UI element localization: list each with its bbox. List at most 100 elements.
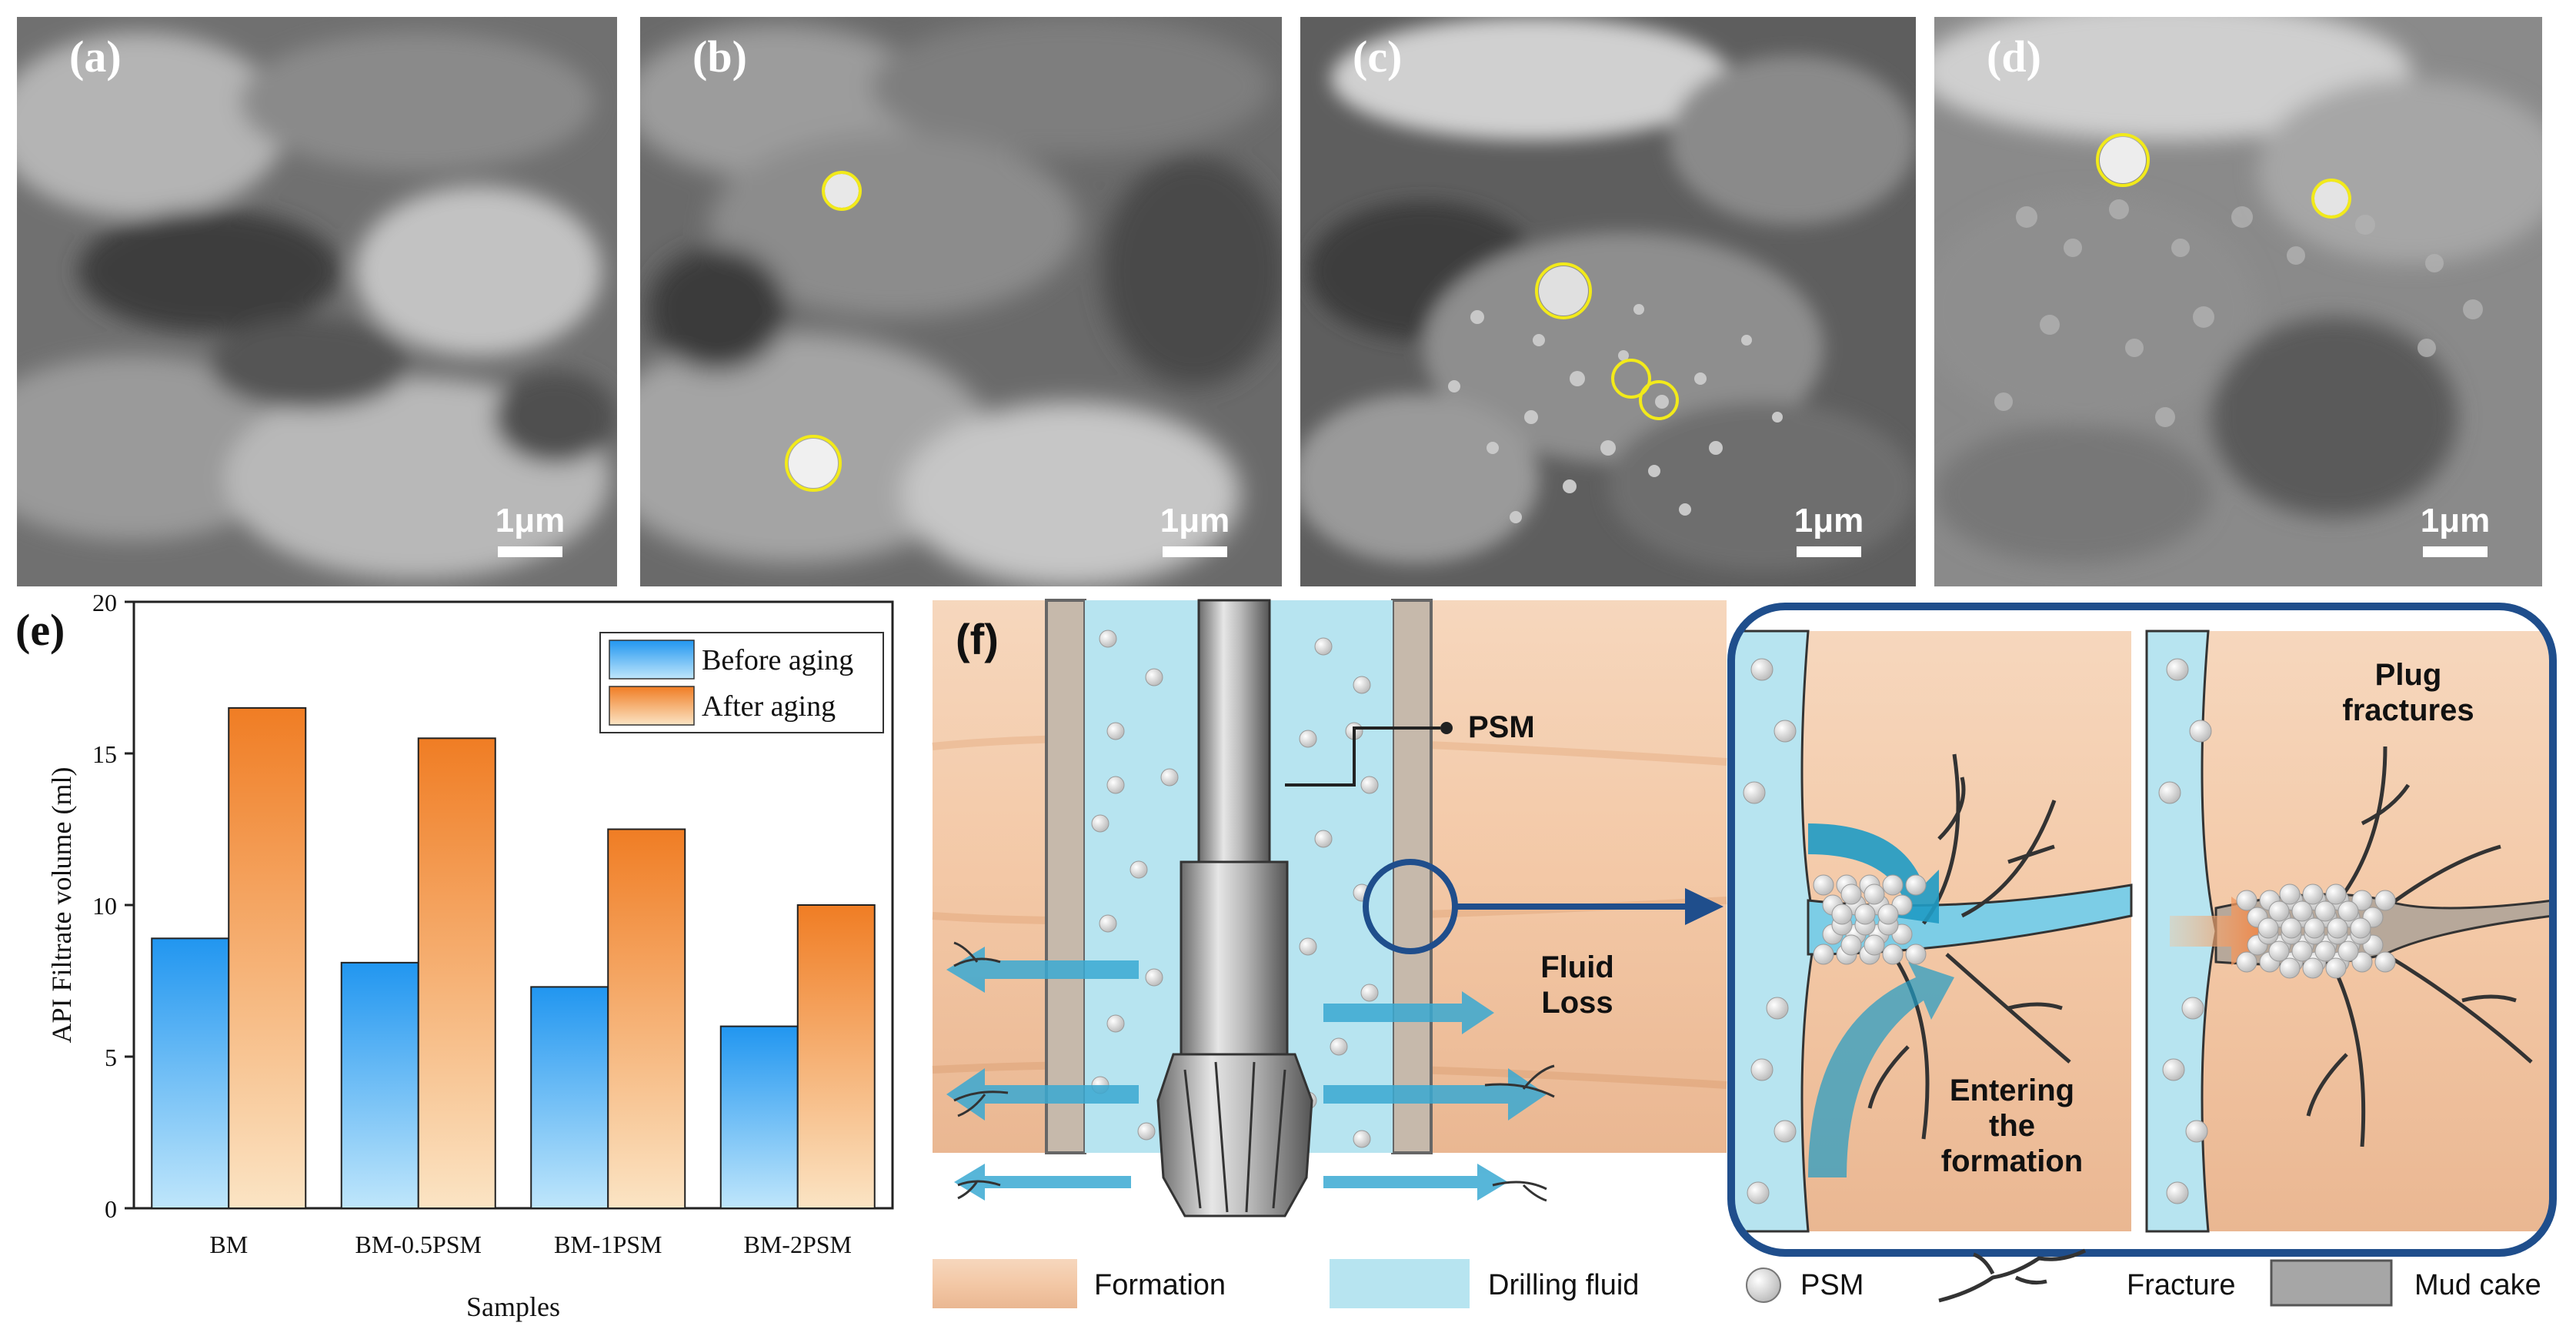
bar-bm-2psm-after-aging (796, 904, 876, 1209)
panel-label-c: (c) (1353, 32, 1403, 82)
psm-sphere (2279, 883, 2301, 905)
psm-sphere (1840, 934, 1862, 956)
psm-sphere (2166, 1181, 2189, 1204)
psm-sphere (1130, 860, 1148, 879)
scale-label-d: 1μm (2420, 502, 2491, 539)
psm-sphere (2236, 890, 2257, 911)
psm-sphere (1360, 984, 1379, 1002)
psm-sphere (2351, 890, 2373, 911)
psm-sphere (1314, 637, 1333, 656)
scale-line-a (498, 546, 562, 557)
psm-sphere (1360, 776, 1379, 794)
legend-formation-label: Formation (1094, 1269, 1226, 1301)
psm-sphere (1106, 722, 1125, 740)
scale-label-a: 1μm (495, 502, 566, 539)
psm-sphere (1766, 997, 1789, 1020)
fluid-loss-label-1: Fluid (1540, 950, 1614, 984)
psm-sphere (2185, 1120, 2208, 1143)
legend-fracture-label: Fracture (2127, 1269, 2235, 1301)
scale-bar-c: 1μm (1787, 502, 1871, 557)
entering-arrow-lower (1808, 962, 1954, 1177)
psm-sphere (1813, 874, 1834, 896)
zoom-detail-box: Plug fractures Entering the formation (1727, 603, 2557, 1257)
legend-psm-label: PSM (1800, 1269, 1864, 1301)
formation-fractures (953, 941, 1555, 1202)
legend-formation-swatch (933, 1259, 1077, 1308)
psm-sphere (2181, 997, 2204, 1020)
psm-sphere (2291, 940, 2313, 962)
psm-sphere (1813, 944, 1834, 965)
bar-bm-before-aging (151, 937, 230, 1209)
legend-swatch-after (609, 686, 695, 726)
scale-bar-b: 1μm (1153, 502, 1237, 557)
legend-label-before: Before aging (702, 644, 853, 676)
mud-cake-right (1391, 599, 1433, 1154)
x-tick-label: BM-1PSM (554, 1231, 662, 1258)
x-tick-label: BM-0.5PSM (355, 1231, 482, 1258)
plug-fractures-label-1: Plug (2375, 658, 2442, 692)
y-tick-label: 20 (92, 593, 117, 616)
psm-sphere (1106, 776, 1125, 794)
psm-sphere (1299, 730, 1317, 748)
x-axis-label: Samples (466, 1291, 560, 1322)
psm-sphere (2302, 883, 2324, 905)
sem-image-a: (a) 1μm (17, 17, 617, 586)
psm-sphere (1145, 668, 1163, 686)
panel-label-b: (b) (692, 32, 747, 82)
plugging-mechanism-diagram: PSM Fluid Loss (f) (932, 599, 2557, 1308)
psm-sphere (2268, 900, 2290, 922)
psm-sphere (2327, 917, 2348, 939)
scale-bar-a: 1μm (488, 502, 572, 557)
scale-label-b: 1μm (1160, 502, 1230, 539)
psm-sphere (2350, 917, 2371, 939)
psm-sphere (1882, 944, 1904, 965)
psm-sphere (2236, 951, 2257, 973)
sem-image-d: (d) 1μm (1934, 17, 2542, 586)
bar-bm-1psm-before-aging (530, 986, 609, 1209)
plug-fractures-label-2: fractures (2342, 693, 2474, 727)
legend-mud-cake-label: Mud cake (2414, 1269, 2541, 1301)
drill-pipe (1197, 599, 1271, 863)
wellbore-scene: PSM Fluid Loss (f) (932, 599, 1727, 1217)
psm-sphere (2257, 917, 2279, 939)
panel-label-d: (d) (1987, 32, 2041, 82)
psm-sphere (1864, 883, 1885, 905)
panel-label-e: (e) (15, 605, 65, 655)
scale-line-d (2423, 546, 2488, 557)
psm-sphere (2166, 658, 2189, 681)
psm-sphere (1106, 1014, 1125, 1033)
psm-sphere (2325, 957, 2347, 979)
bar-bm-1psm-after-aging (607, 828, 686, 1209)
y-tick-label: 10 (92, 892, 117, 920)
psm-sphere (1854, 903, 1876, 925)
mud-cake-left (1045, 599, 1086, 1154)
panel-label-f: (f) (956, 615, 999, 663)
bar-bm-2psm-before-aging (719, 1025, 799, 1209)
legend-psm-icon (1746, 1268, 1781, 1303)
psm-sphere (1099, 914, 1117, 933)
psm-sphere (2314, 940, 2336, 962)
psm-sphere (1353, 676, 1371, 694)
psm-sphere (2281, 917, 2302, 939)
y-tick-label: 0 (105, 1195, 117, 1223)
psm-sphere (2304, 917, 2325, 939)
legend-label-after: After aging (702, 690, 836, 723)
x-tick-label: BM-2PSM (744, 1231, 853, 1258)
psm-sphere (1864, 934, 1885, 956)
psm-sphere (1353, 1130, 1371, 1148)
psm-sphere (2158, 781, 2181, 804)
chart-legend: Before aging After aging (599, 632, 884, 733)
entering-label-1: Entering (1950, 1074, 2074, 1107)
bar-bm-after-aging (228, 706, 307, 1209)
psm-sphere (1774, 1120, 1797, 1143)
fluid-loss-arrows (946, 947, 1547, 1201)
scale-bar-d: 1μm (2413, 502, 2498, 557)
entering-label-3: formation (1941, 1144, 2083, 1178)
legend-drilling-fluid-swatch (1330, 1259, 1470, 1308)
legend-fracture-icon (1938, 1248, 2087, 1303)
psm-sphere (1747, 1181, 1770, 1204)
psm-sphere (1905, 874, 1927, 896)
scale-line-c (1797, 546, 1861, 557)
psm-sphere (2291, 900, 2313, 922)
